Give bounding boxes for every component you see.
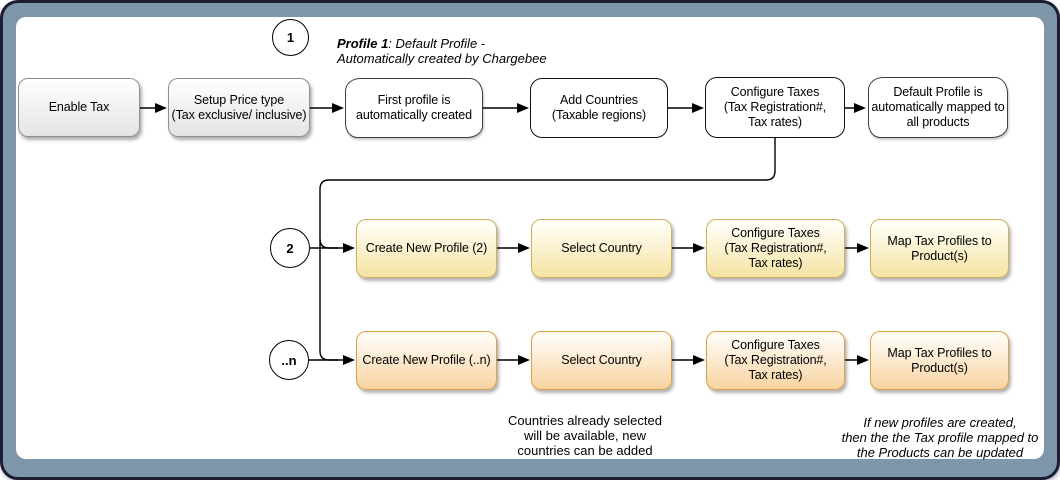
note-profile-1: Profile 1: Default Profile - Automatical…: [337, 21, 607, 81]
badge-profile-1: 1: [272, 19, 309, 56]
step-configure-taxes-n: Configure Taxes (Tax Registration#, Tax …: [706, 331, 845, 390]
step-configure-taxes-2: Configure Taxes (Tax Registration#, Tax …: [706, 219, 845, 278]
step-add-countries: Add Countries (Taxable regions): [530, 78, 668, 138]
step-create-profile-2: Create New Profile (2): [356, 219, 497, 278]
step-default-profile-mapped: Default Profile is automatically mapped …: [868, 77, 1008, 138]
step-configure-taxes-default: Configure Taxes (Tax Registration#, Tax …: [705, 77, 845, 138]
step-map-tax-profiles-2: Map Tax Profiles to Product(s): [870, 219, 1009, 278]
step-first-profile-created: First profile is automatically created: [345, 78, 483, 138]
note-profile-1-line2: Automatically created by Chargebee: [337, 51, 547, 66]
note-profile-1-rest: : Default Profile -: [388, 36, 486, 51]
note-profile-1-title: Profile 1: [337, 36, 389, 51]
badge-profile-2: 2: [270, 228, 310, 268]
step-select-country-n: Select Country: [531, 331, 672, 390]
badge-profile-n: ..n: [269, 340, 309, 380]
step-enable-tax: Enable Tax: [18, 78, 140, 137]
step-create-profile-n: Create New Profile (..n): [356, 331, 497, 390]
note-profiles-update: If new profiles are created, then the th…: [841, 415, 1039, 460]
step-setup-price-type: Setup Price type (Tax exclusive/ inclusi…: [168, 78, 310, 137]
step-map-tax-profiles-n: Map Tax Profiles to Product(s): [870, 331, 1009, 390]
step-select-country-2: Select Country: [531, 219, 672, 278]
note-countries-available: Countries already selected will be avail…: [508, 413, 662, 458]
